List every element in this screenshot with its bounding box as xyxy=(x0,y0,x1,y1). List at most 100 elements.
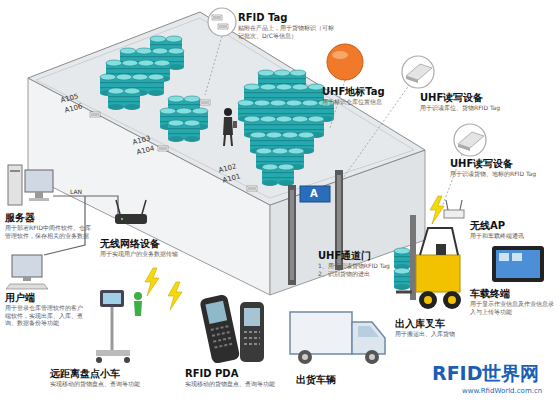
rfid-tag-icon xyxy=(208,8,236,36)
wireless-bolts xyxy=(145,196,444,310)
component-description: 2、识别货物的进出 xyxy=(318,270,390,278)
component-description: 用于识读库位、货物RFID Tag xyxy=(420,104,515,112)
component-name: 远距离盘点小车 xyxy=(50,368,170,380)
truck-part xyxy=(358,326,379,337)
component-label: 出入库叉车用于搬运出、入库货物 xyxy=(395,318,475,338)
component-name: UHF地标Tag xyxy=(322,86,402,98)
component-description: 用于标识仓库位置信息 xyxy=(322,98,402,106)
pda-devices-part xyxy=(199,294,240,364)
watermark-url: www.RfidWorld.com.cn xyxy=(462,388,542,395)
barrel-stacks-part xyxy=(124,88,140,110)
barrel-stacks-part xyxy=(278,164,294,186)
network-label: LAN xyxy=(70,189,82,195)
truck-part xyxy=(352,322,385,354)
floor-tags-part xyxy=(90,112,100,117)
router-icon-part xyxy=(115,214,147,224)
floor-tags-part xyxy=(158,146,168,151)
server-icon-part xyxy=(35,192,43,198)
truck-part xyxy=(369,354,375,360)
access-point-part xyxy=(444,210,464,218)
component-label: RFID PDA实现移动的货物盘点、查询等功能 xyxy=(185,368,285,388)
barrel-stacks-part xyxy=(168,120,184,142)
component-description: 用于搬运出、入库货物 xyxy=(395,330,475,338)
inventory-cart xyxy=(96,290,142,363)
forklift-part xyxy=(396,291,412,294)
watermark: RFID世界网 xyxy=(432,364,539,383)
component-label: 远距离盘点小车实现移动的货物盘点、查询等功能 xyxy=(50,368,170,388)
truck-part xyxy=(298,350,312,364)
vehicle-terminal-part xyxy=(496,250,540,278)
component-name: UHF通道门 xyxy=(318,250,390,262)
component-label: 无线网络设备用于实现用户的业务数据传输 xyxy=(100,238,210,258)
truck-part xyxy=(365,350,379,364)
inventory-cart-part xyxy=(134,292,142,300)
leader-lines-part xyxy=(205,36,222,95)
component-name: UHF读写设备 xyxy=(450,158,555,170)
client-pc-icon-part xyxy=(6,284,48,289)
component-label: UHF通道门1、用于识读货物RFID Tag2、识别货物的进出 xyxy=(318,250,390,277)
reader-icon-part xyxy=(458,144,470,151)
wireless-bolts-part xyxy=(168,282,182,310)
leader-lines xyxy=(205,36,462,212)
component-label: UHF地标Tag用于标识仓库位置信息 xyxy=(322,86,402,106)
component-name: 车载终端 xyxy=(470,288,558,300)
wireless-bolts-part xyxy=(145,268,159,296)
component-label: 车载终端用于显示作业信息及作业信息录入与上传等功能 xyxy=(470,288,558,315)
vehicle-terminal-part xyxy=(492,246,544,282)
component-name: 无线AP xyxy=(470,220,555,232)
component-description: 用于实现用户的业务数据传输 xyxy=(100,250,210,258)
component-name: UHF读写设备 xyxy=(420,92,515,104)
truck-part xyxy=(302,354,308,360)
landmark-tag-icon-part xyxy=(327,44,363,80)
inventory-cart-part xyxy=(134,301,142,316)
floor-tags xyxy=(90,100,257,191)
rfid-tag-icon-part xyxy=(218,24,228,29)
forklift-part xyxy=(424,296,432,304)
uhf-gate-part xyxy=(300,186,330,202)
server-icon-part xyxy=(25,170,53,192)
reader-icon-part xyxy=(402,56,434,88)
inventory-cart-part xyxy=(111,307,114,352)
floor-tags-part xyxy=(200,100,210,105)
forklift-part xyxy=(419,291,437,309)
client-pc-icon xyxy=(6,255,48,289)
component-description: 用于部署RFID中间件软件、仓库管理软件，保存相关的业务数据 xyxy=(5,224,93,239)
forklift xyxy=(394,215,461,309)
component-description: 用于显示作业信息及作业信息录入与上传等功能 xyxy=(470,300,558,315)
pda-devices xyxy=(199,294,264,364)
component-description: 用于和车载终端通讯 xyxy=(470,232,555,240)
component-label: UHF读写设备用于识读货物、地标的RFID Tag xyxy=(450,158,555,178)
router-icon xyxy=(115,200,147,224)
router-icon-part xyxy=(121,218,123,220)
pda-devices-part-part xyxy=(205,301,227,324)
forklift-part xyxy=(443,291,461,309)
component-description: 用于登录仓库管理软件的客户端软件，实现出库、入库、查询、数据备份等功能 xyxy=(5,304,85,327)
component-description: 实现移动的货物盘点、查询等功能 xyxy=(185,380,285,388)
component-name: 出入库叉车 xyxy=(395,318,475,330)
component-name: 用户端 xyxy=(5,292,85,304)
component-name: 出货车辆 xyxy=(296,374,366,386)
warehouse xyxy=(28,12,425,295)
worker xyxy=(223,108,237,146)
warehouse-part xyxy=(36,18,414,198)
barrel-stacks-part xyxy=(148,74,164,96)
wireless-bolts-part xyxy=(430,196,444,224)
landmark-tag-icon-part xyxy=(332,51,348,59)
inventory-cart-part xyxy=(124,357,130,363)
reader-icon xyxy=(454,124,486,156)
forklift-part xyxy=(420,228,458,255)
rfid-tag-icon-part xyxy=(208,8,236,36)
server-icon-part xyxy=(29,198,49,201)
vehicle-terminal xyxy=(492,246,544,282)
landmark-tag-icon xyxy=(327,44,363,80)
component-label: 出货车辆 xyxy=(296,374,366,386)
worker-part xyxy=(224,135,232,146)
component-label: 无线AP用于和车载终端通讯 xyxy=(470,220,555,240)
component-description: 贴附在产品上，用于货物标识（可标记批次、D/C等信息） xyxy=(238,24,338,39)
server-icon-part xyxy=(10,170,20,172)
router-icon-part xyxy=(116,200,146,214)
component-name: RFID Tag xyxy=(238,12,338,24)
truck-part xyxy=(290,312,352,354)
floor-tags-part xyxy=(247,186,257,191)
